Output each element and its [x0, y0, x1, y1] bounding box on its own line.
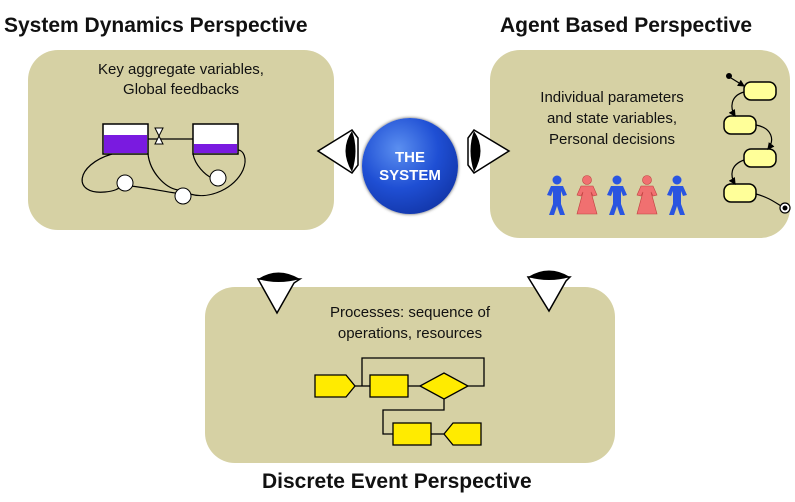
- eye-icon: [526, 270, 572, 313]
- flowchart-block-icon: [392, 422, 432, 446]
- stock-icon: [192, 123, 239, 155]
- discrete-event-text-line1: Processes: sequence of: [329, 304, 491, 321]
- valve-icon: [154, 127, 164, 145]
- agent-based-title: Agent Based Perspective: [500, 14, 753, 37]
- statechart-icon: [723, 73, 791, 214]
- person-icon: [547, 175, 567, 215]
- flowchart-block-icon: [418, 372, 470, 400]
- stock-flow-diagram: [81, 123, 246, 205]
- stock-icon: [102, 123, 149, 155]
- flowchart-diagram: [314, 357, 485, 446]
- discrete-event-text-line2: operations, resources: [337, 325, 483, 342]
- agent-based-text-line1: Individual parameters: [540, 89, 684, 106]
- flowchart-block-icon: [314, 374, 356, 398]
- discrete-event-title: Discrete Event Perspective: [262, 470, 532, 493]
- eye-icon: [316, 129, 359, 175]
- flowchart-block-icon: [443, 422, 482, 446]
- system-sphere: [362, 118, 458, 214]
- agents-group: [547, 175, 687, 215]
- flowchart-block-icon: [369, 374, 409, 398]
- auxiliary-variable: [116, 174, 134, 192]
- system-label-line1: THE: [395, 149, 425, 166]
- agent-based-text-line3: Personal decisions: [549, 131, 675, 148]
- system-label-line2: SYSTEM: [379, 167, 441, 184]
- system-dynamics-title: System Dynamics Perspective: [4, 14, 308, 37]
- agent-based-text-line2: and state variables,: [546, 110, 678, 127]
- system-dynamics-text-line2: Global feedbacks: [123, 81, 239, 98]
- person-icon: [667, 175, 687, 215]
- person-icon: [576, 175, 598, 215]
- auxiliary-variable: [174, 187, 192, 205]
- eye-icon: [256, 272, 303, 315]
- person-icon: [636, 175, 658, 215]
- auxiliary-variable: [209, 169, 227, 187]
- person-icon: [607, 175, 627, 215]
- eye-icon: [467, 129, 511, 175]
- system-dynamics-text-line1: Key aggregate variables,: [98, 61, 264, 78]
